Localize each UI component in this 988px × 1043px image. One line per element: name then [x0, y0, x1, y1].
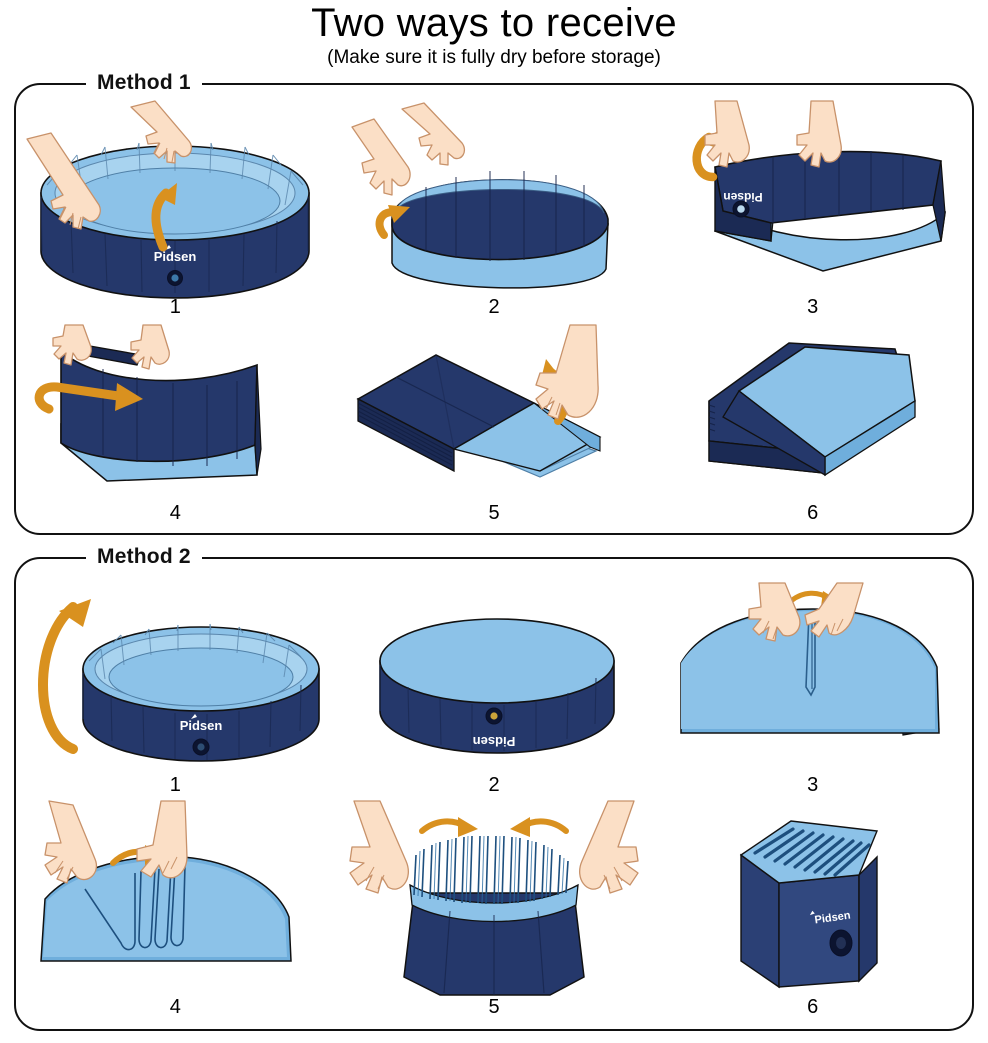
accordion-compress-icon — [349, 800, 639, 996]
gather-multiple-pleats-icon — [40, 800, 293, 962]
method-1-step-3: Pidsen — [653, 99, 972, 317]
layered-stack-icon — [356, 324, 602, 478]
round-pool-open-icon: Pidsen — [26, 100, 311, 299]
method-2-step-3: 3 — [653, 575, 972, 795]
method-2-row-2: 4 — [16, 795, 972, 1017]
fold-arrow-icon — [35, 382, 144, 414]
hand-left-icon — [26, 132, 102, 230]
pool-collapsed-illustration: Pidsen — [653, 100, 972, 297]
method-1-step-2: 2 — [335, 99, 654, 317]
method-1-step-6: 6 — [653, 317, 972, 523]
layered-stack-illustration — [335, 324, 654, 503]
hand-left-icon — [748, 582, 801, 642]
svg-text:Pidsen: Pidsen — [154, 249, 197, 264]
step-number: 1 — [169, 296, 181, 318]
method-1-panel: Method 1 — [14, 71, 974, 535]
hand-right-icon — [535, 324, 599, 420]
fold-arrow-icon — [375, 205, 410, 239]
method-2-panel: Method 2 — [14, 545, 974, 1031]
wall-folding-icon — [35, 324, 262, 482]
pool-flip-illustration: Pidsen — [16, 583, 335, 775]
step-number: 4 — [169, 502, 181, 524]
hand-right-icon — [136, 800, 188, 879]
compress-arrow-left-icon — [419, 817, 478, 837]
step-number: 6 — [807, 996, 819, 1018]
wall-folding-illustration — [16, 324, 335, 503]
method-2-step-5: 5 — [335, 795, 654, 1017]
hand-right-icon — [130, 100, 193, 164]
flip-arrow-icon — [38, 599, 92, 754]
step-number: 3 — [807, 774, 819, 796]
step-number: 5 — [488, 502, 500, 524]
step-number: 2 — [488, 774, 500, 796]
method-1-row-2: 4 — [16, 317, 972, 523]
method-2-step-4: 4 — [16, 795, 335, 1017]
hand-left-icon — [351, 118, 411, 196]
hand-left-icon — [349, 800, 409, 894]
pool-collapsed-flat-icon: Pidsen — [692, 100, 946, 272]
step-number: 5 — [488, 996, 500, 1018]
gather-pleats-illustration — [16, 800, 335, 997]
method-1-row-1: Pidsen — [16, 85, 972, 317]
method-2-step-1: Pidsen 1 — [16, 575, 335, 795]
final-upright-column-icon: Pidsen — [739, 820, 878, 989]
hand-left-icon — [704, 100, 750, 168]
svg-text:Pidsen: Pidsen — [473, 734, 516, 749]
method-2-step-2: Pidsen 2 — [335, 575, 654, 795]
fold-arrow-icon — [151, 183, 178, 252]
accordion-compress-illustration — [335, 800, 654, 997]
final-block-illustration — [653, 325, 972, 503]
pinch-pleat-illustration — [653, 582, 972, 775]
brand-logo-inverted: Pidsen — [723, 190, 762, 204]
step-number: 2 — [488, 296, 500, 318]
hand-right-icon — [579, 800, 639, 894]
step-number: 1 — [169, 774, 181, 796]
round-pool-flip-icon: Pidsen — [38, 599, 321, 762]
method-1-label: Method 1 — [86, 71, 202, 95]
final-folded-block-icon — [707, 342, 916, 477]
pinch-single-pleat-icon — [679, 582, 940, 736]
step-number: 4 — [169, 996, 181, 1018]
pool-upside-down-illustration: Pidsen — [335, 583, 654, 775]
method-2-step-6: Pidsen 6 — [653, 795, 972, 1017]
brand-logo: Pidsen — [180, 714, 223, 733]
hand-left-icon — [52, 324, 93, 366]
pool-open-illustration: Pidsen — [16, 100, 335, 299]
method-1-step-4: 4 — [16, 317, 335, 523]
final-column-illustration: Pidsen — [653, 801, 972, 997]
step-number: 6 — [807, 502, 819, 524]
method-2-row-1: Pidsen 1 — [16, 559, 972, 795]
brand-logo-inverted: Pidsen — [473, 734, 516, 749]
method-2-label: Method 2 — [86, 545, 202, 569]
brand-logo: Pidsen — [809, 910, 852, 927]
hand-left-icon — [44, 800, 98, 884]
pool-wall-folded-illustration — [335, 101, 654, 297]
page-title: Two ways to receive — [311, 1, 677, 45]
method-1-step-1: Pidsen — [16, 99, 335, 317]
step-number: 3 — [807, 296, 819, 318]
hand-right-icon — [796, 100, 842, 168]
svg-text:Pidsen: Pidsen — [180, 718, 223, 733]
compress-arrow-right-icon — [510, 817, 569, 837]
pool-upside-down-icon: Pidsen — [379, 618, 615, 754]
hand-right-icon — [130, 324, 171, 370]
page-header: Two ways to receive (Make sure it is ful… — [0, 0, 988, 69]
page-subtitle: (Make sure it is fully dry before storag… — [327, 47, 661, 68]
hand-right-icon — [804, 582, 864, 638]
method-1-step-5: 5 — [335, 317, 654, 523]
svg-text:Pidsen: Pidsen — [814, 910, 852, 927]
svg-text:Pidsen: Pidsen — [723, 190, 762, 204]
pool-wall-folded-icon — [351, 102, 609, 289]
hand-right-icon — [401, 102, 466, 166]
